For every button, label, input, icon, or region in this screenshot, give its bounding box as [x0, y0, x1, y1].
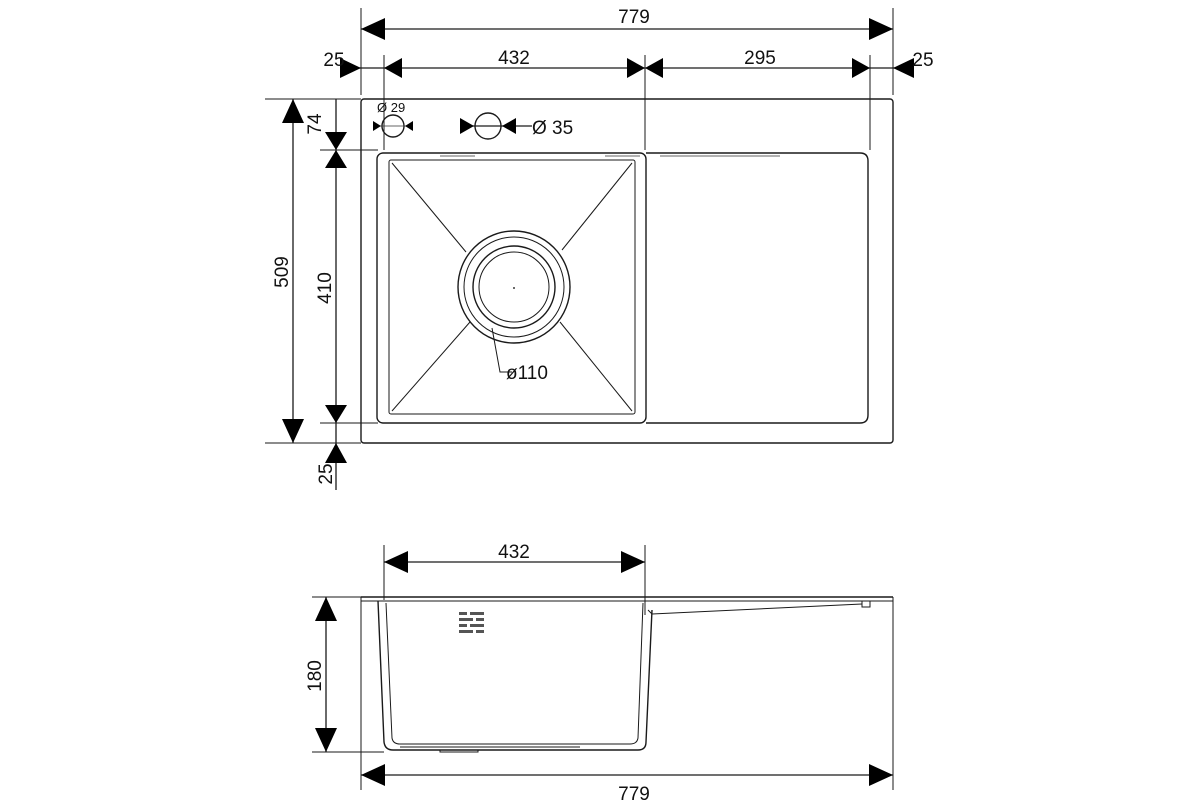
back-offset-label: 74	[305, 113, 326, 135]
sink-deck-outline	[360, 98, 894, 444]
bowl-inner-outline	[388, 159, 636, 415]
left-margin-label: 25	[323, 50, 344, 71]
drain-diameter-label: ø110	[506, 363, 548, 384]
side-overall-width-label: 779	[618, 784, 650, 800]
bowl-width-label: 432	[498, 48, 530, 69]
side-bowl-height-label: 180	[305, 660, 326, 692]
drainboard-outline	[646, 152, 869, 424]
top-view: 779 25 432 295 25 509 74 410 25 Ø 29 Ø 3…	[265, 7, 934, 490]
side-view: 432 180 779	[305, 542, 894, 800]
drain-icon	[457, 230, 571, 344]
bowl-outer-outline	[376, 152, 647, 424]
overflow-icon	[459, 612, 484, 633]
bowl-side-profile	[377, 600, 653, 751]
faucet-hole-large-label: Ø 35	[532, 118, 573, 139]
right-margin-label: 25	[912, 50, 933, 71]
bowl-depth-label: 410	[315, 272, 336, 304]
faucet-hole-small-label: Ø 29	[377, 100, 405, 115]
side-bowl-width-label: 432	[498, 542, 530, 563]
overall-width-label: 779	[618, 7, 650, 28]
overall-depth-label: 509	[272, 256, 293, 288]
front-margin-label: 25	[316, 463, 337, 484]
drainboard-width-label: 295	[744, 48, 776, 69]
